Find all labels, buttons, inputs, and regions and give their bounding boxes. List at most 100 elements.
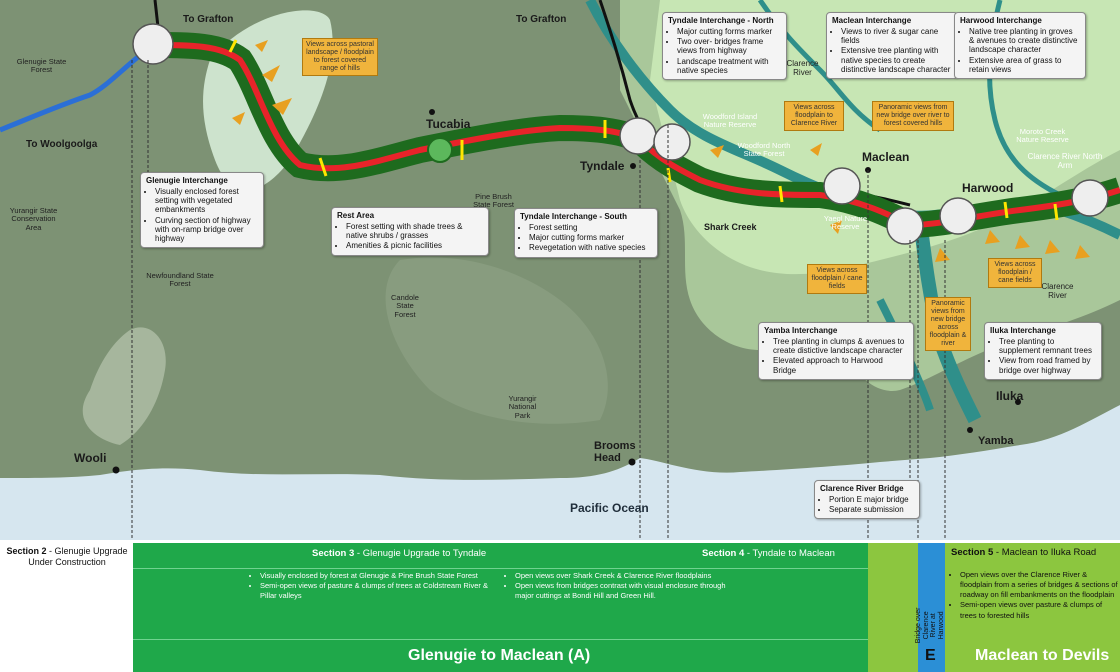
section4-bullets: Open views over Shark Creek & Clarence R… [505, 571, 735, 601]
view-arrows [232, 40, 1090, 262]
section5-desc: - Maclean to Iluka Road [995, 547, 1097, 558]
to-grafton-label-1: To Grafton [183, 14, 234, 25]
maclean-label: Maclean [862, 150, 910, 164]
callout-title: Tyndale Interchange - North [668, 16, 774, 25]
tyndale-interchange-south [619, 117, 657, 155]
callout-item: Native tree planting in groves & avenues… [969, 27, 1080, 55]
candole-sf-label: Candole State Forest [391, 293, 419, 319]
callout-item: View from road framed by bridge over hig… [999, 356, 1096, 374]
callout-item: Forest setting [529, 223, 652, 232]
section-e-band [918, 543, 945, 672]
tyndale-label: Tyndale [580, 159, 625, 173]
section2-band [0, 543, 132, 672]
view-note-2: Views across floodplain to Clarence Rive… [784, 101, 844, 132]
glenugie-interchange [132, 23, 174, 65]
section2-label: Section 2 [6, 546, 47, 556]
tucabia-label: Tucabia [426, 117, 471, 131]
callout-title: Tyndale Interchange - South [520, 212, 627, 221]
harwood-label: Harwood [962, 181, 1014, 195]
clarence-river-label-2: Clarence River [1041, 282, 1074, 300]
pine-brush-sf-label: Pine Brush State Forest [473, 192, 514, 210]
section5-header: Section 5 - Maclean to Iluka Road [951, 547, 1096, 558]
callout-item: Separate submission [829, 505, 914, 514]
section5-light-strip-left [868, 543, 918, 672]
to-woolgoolga-label: To Woolgoolga [26, 139, 98, 150]
clarence-river-label-1: Clarence River [786, 59, 819, 77]
section3-header: Section 3 - Glenugie Upgrade to Tyndale [312, 548, 486, 559]
section3-bullets: Visually enclosed by forest at Glenugie … [250, 571, 490, 601]
view-note-6: Views across floodplain / cane fields [988, 258, 1042, 289]
callout-title: Maclean Interchange [832, 16, 912, 25]
callout-title: Harwood Interchange [960, 16, 1042, 25]
woodford-island-label: Woodford Island Nature Reserve [702, 112, 758, 130]
town-dots [112, 109, 1021, 474]
yamba-label: Yamba [978, 435, 1014, 447]
leader-lines [131, 60, 946, 540]
bullet-item: Open views over Shark Creek & Clarence R… [515, 571, 735, 581]
cleared-area-2 [385, 257, 608, 424]
callout-item: Extensive area of grass to retain views [969, 56, 1080, 74]
view-note-3: Panoramic views from new bridge over riv… [872, 101, 954, 132]
tyndale-south-callout: Tyndale Interchange - South Forest setti… [514, 208, 658, 258]
callout-item: Extensive tree planting with native spec… [841, 46, 952, 74]
section-divider-line [133, 639, 868, 640]
section-e-letter: E [925, 647, 936, 664]
harwood-interchange [939, 197, 977, 235]
view-note-5: Panoramic views from new bridge across f… [925, 297, 971, 352]
moroto-creek-label: Moroto Creek Nature Reserve [1016, 127, 1069, 145]
to-grafton-label-2: To Grafton [516, 14, 567, 25]
section-markers [228, 39, 1059, 221]
yaegl-label: Yaegl Nature Reserve [823, 214, 868, 232]
section3-desc: - Glenugie Upgrade to Tyndale [356, 548, 487, 559]
callout-title: Iluka Interchange [990, 326, 1056, 335]
callout-title: Yamba Interchange [764, 326, 838, 335]
section-e-text: Bridge over Clarence River at Harwood [915, 607, 946, 644]
callout-item: Forest setting with shade trees & native… [346, 222, 483, 240]
callout-title: Rest Area [337, 211, 375, 220]
harwood-interchange-callout: Harwood Interchange Native tree planting… [954, 12, 1086, 79]
iluka-interchange-callout: Iluka Interchange Tree planting to suppl… [984, 322, 1102, 380]
cleared-area-1 [82, 327, 166, 445]
callout-title: Clarence River Bridge [820, 484, 904, 493]
newfoundland-sf-label: Newfoundland State Forest [146, 271, 214, 289]
clarence-bridge-callout: Clarence River Bridge Portion E major br… [814, 480, 920, 520]
callout-item: Major cutting forms marker [677, 27, 781, 36]
section4-label: Section 4 [702, 548, 745, 559]
view-note-1: Views across pastoral landscape / floodp… [302, 38, 378, 77]
tyndale-north-callout: Tyndale Interchange - North Major cuttin… [662, 12, 787, 80]
callout-item: Tree planting to supplement remnant tree… [999, 337, 1096, 355]
woodford-north-label: Woodford North State Forest [737, 141, 791, 159]
brooms-head-label: Brooms Head [594, 440, 636, 465]
rest-area-marker [427, 137, 453, 163]
callout-item: Portion E major bridge [829, 495, 914, 504]
pacific-ocean-label: Pacific Ocean [570, 501, 649, 515]
bullet-item: Semi-open views over pasture & clumps of… [960, 600, 1118, 620]
tyndale-interchange-north [653, 123, 691, 161]
footer-maclean-devils: Maclean to Devils [975, 647, 1110, 664]
callout-title: Glenugie Interchange [146, 176, 228, 185]
bullet-item: Visually enclosed by forest at Glenugie … [260, 571, 490, 581]
callout-item: Views to river & sugar cane fields [841, 27, 952, 45]
section3-4-divider [133, 568, 868, 569]
bullet-item: Semi-open views of pasture & clumps of t… [260, 581, 490, 601]
callout-item: Amenities & picnic facilities [346, 241, 483, 250]
bullet-item: Open views over the Clarence River & flo… [960, 570, 1118, 600]
callout-item: Elevated approach to Harwood Bridge [773, 356, 908, 374]
callout-item: Revegetation with native species [529, 243, 652, 252]
rest-area-callout: Rest Area Forest setting with shade tree… [331, 207, 489, 256]
yurangir-sca-label: Yurangir State Conservation Area [9, 206, 58, 232]
callout-item: Major cutting forms marker [529, 233, 652, 242]
section3-label: Section 3 [312, 548, 355, 559]
callout-item: Curving section of highway with on-ramp … [155, 216, 258, 244]
view-note-4: Views across floodplain / cane fields [807, 264, 867, 295]
section2-highway [0, 42, 157, 133]
iluka-label: Iluka [996, 389, 1024, 403]
section5-label: Section 5 [951, 547, 994, 558]
section2-desc: - Glenugie Upgrade Under Construction [28, 546, 128, 567]
wooli-label: Wooli [74, 451, 107, 465]
callout-item: Two over- bridges frame views from highw… [677, 37, 781, 55]
section5-bullets: Open views over the Clarence River & flo… [950, 570, 1118, 621]
yurangir-np-label: Yurangir National Park [508, 394, 537, 420]
callout-item: Tree planting in clumps & avenues to cre… [773, 337, 908, 355]
callout-item: Landscape treatment with native species [677, 57, 781, 75]
